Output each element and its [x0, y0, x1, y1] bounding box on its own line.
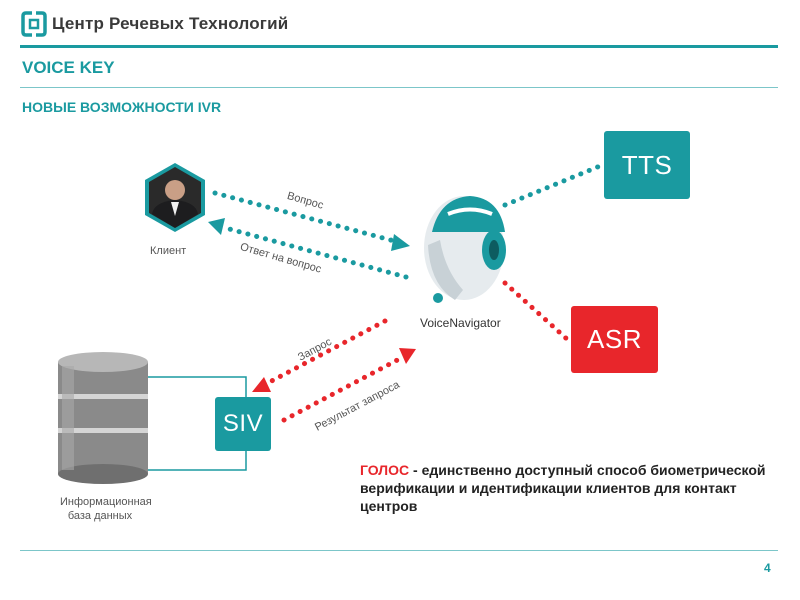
- navigator-label: VoiceNavigator: [420, 316, 501, 330]
- header-divider: [20, 45, 778, 48]
- client-label: Клиент: [150, 245, 187, 257]
- database-label-1: Информационная: [60, 496, 152, 508]
- slide-subtitle: НОВЫЕ ВОЗМОЖНОСТИ IVR: [22, 99, 222, 115]
- tts-box: TTS: [604, 131, 690, 199]
- logo-icon: [21, 11, 47, 37]
- arrow-question: [212, 190, 410, 251]
- note-highlight: ГОЛОС: [360, 462, 410, 478]
- arrow-request: [252, 318, 388, 392]
- siv-box: SIV: [215, 397, 271, 451]
- footer-divider: [20, 550, 778, 551]
- arrow-tts: [502, 163, 603, 208]
- company-name: Центр Речевых Технологий: [52, 14, 289, 33]
- note-text: ГОЛОС - единственно доступный способ био…: [360, 461, 770, 515]
- voice-navigator-icon: [424, 196, 506, 303]
- db-siv-connector-bottom: [148, 451, 247, 471]
- database-label-2: база данных: [67, 510, 133, 522]
- database-icon: [58, 352, 148, 484]
- arrow-answer: [208, 218, 409, 280]
- client-avatar: [145, 163, 205, 232]
- db-siv-connector-top: [148, 376, 247, 397]
- asr-box: ASR: [571, 306, 658, 373]
- note-body: - единственно доступный способ биометрич…: [360, 462, 766, 514]
- section-title: VOICE KEY: [22, 58, 115, 77]
- arrow-result: [281, 348, 416, 423]
- arrow-asr: [502, 280, 571, 343]
- title-divider: [20, 87, 778, 88]
- page-number: 4: [764, 561, 771, 575]
